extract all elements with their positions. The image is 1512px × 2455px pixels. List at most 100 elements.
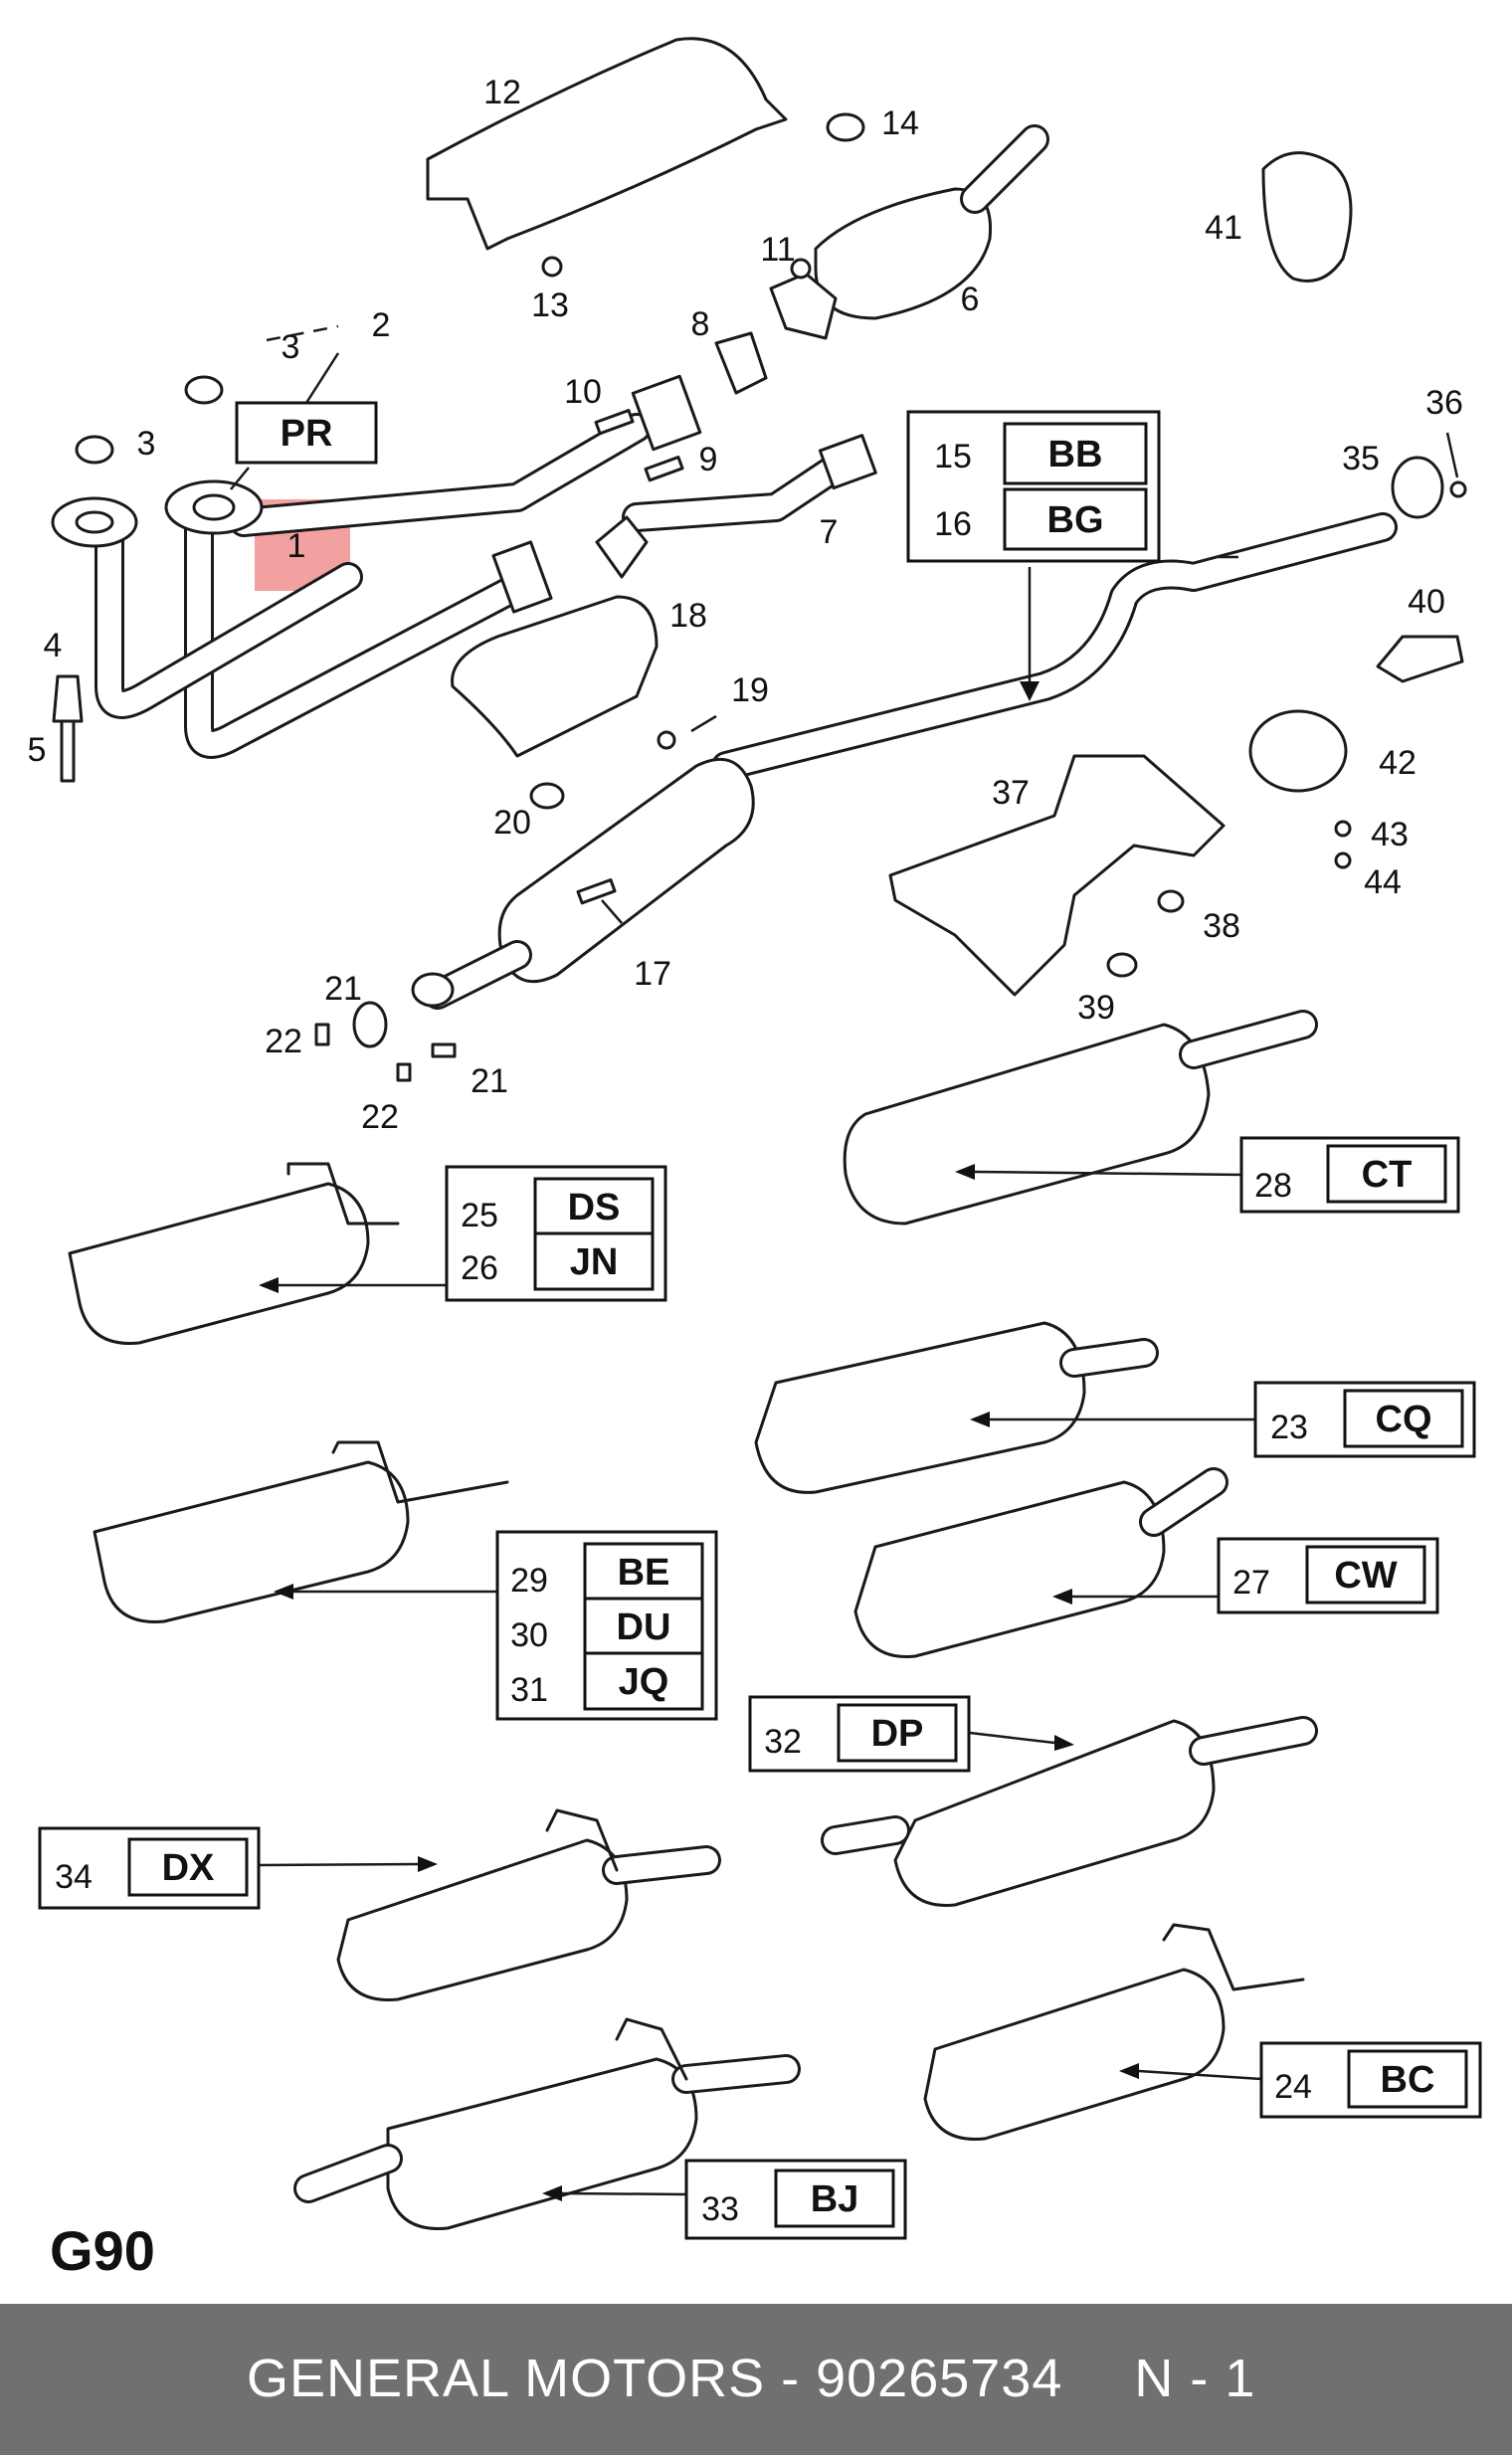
callout-39: 39 xyxy=(1077,989,1115,1027)
callout-9: 9 xyxy=(699,441,718,478)
callout-4: 4 xyxy=(44,627,63,664)
callout-22a: 22 xyxy=(265,1023,302,1060)
callout-1: 1 xyxy=(287,527,306,565)
svg-text:31: 31 xyxy=(510,1671,548,1709)
callout-38: 38 xyxy=(1203,907,1240,945)
svg-text:23: 23 xyxy=(1270,1409,1308,1446)
code-box-24: 24 BC xyxy=(1274,2049,1468,2109)
rubber-hanger-41-drawing xyxy=(1261,151,1353,283)
callout-numbers: 1 2 3 3 4 5 6 7 8 9 10 11 12 13 14 17 18… xyxy=(28,74,1463,1136)
gasket-8-drawing xyxy=(714,331,768,395)
svg-text:15: 15 xyxy=(934,438,972,475)
svg-text:DS: DS xyxy=(568,1187,621,1228)
footer-page: N - 1 xyxy=(1134,2349,1256,2408)
hanger-40-drawing xyxy=(1376,635,1464,683)
callout-13: 13 xyxy=(531,286,569,324)
callout-3b: 3 xyxy=(137,425,156,463)
code-box-30: 30 DU xyxy=(510,1597,704,1656)
callout-5: 5 xyxy=(28,731,47,769)
callout-12: 12 xyxy=(483,74,521,111)
code-box-pr: PR xyxy=(235,401,378,465)
code-box-33: 33 BJ xyxy=(701,2169,895,2228)
svg-text:28: 28 xyxy=(1254,1167,1292,1205)
callout-43: 43 xyxy=(1371,816,1409,853)
heat-shield-12-drawing xyxy=(426,37,788,251)
callout-6: 6 xyxy=(961,281,980,318)
leader-lines xyxy=(230,324,1459,2201)
svg-text:DU: DU xyxy=(617,1606,671,1648)
svg-text:24: 24 xyxy=(1274,2068,1312,2106)
code-box-23: 23 CQ xyxy=(1270,1389,1464,1448)
callout-10: 10 xyxy=(564,373,602,411)
callout-21b: 21 xyxy=(471,1062,508,1100)
callout-41: 41 xyxy=(1205,209,1242,247)
callout-37: 37 xyxy=(992,774,1030,812)
code-box-29: 29 BE xyxy=(510,1542,704,1602)
callout-18: 18 xyxy=(669,597,707,635)
svg-text:DX: DX xyxy=(162,1847,215,1889)
code-box-32: 32 DP xyxy=(764,1703,958,1763)
center-pipe-drawing xyxy=(411,512,1398,1010)
svg-text:33: 33 xyxy=(701,2190,739,2228)
svg-text:JQ: JQ xyxy=(619,1661,669,1703)
svg-text:34: 34 xyxy=(55,1858,93,1896)
callout-22b: 22 xyxy=(361,1098,399,1136)
front-pipe-drawing xyxy=(51,374,877,759)
clamp-35-drawing xyxy=(1391,456,1444,519)
code-box-25: 25 DS xyxy=(461,1177,655,1236)
footer-text: GENERAL MOTORS - 90265734 N - 1 xyxy=(247,2348,1255,2409)
svg-text:DP: DP xyxy=(871,1713,924,1755)
code-box-31: 31 JQ xyxy=(510,1651,704,1711)
callout-21a: 21 xyxy=(324,970,362,1008)
footer-brand: GENERAL MOTORS xyxy=(247,2349,766,2408)
code-box-15: 15 BB xyxy=(934,422,1148,485)
heat-shield-18-drawing xyxy=(451,595,659,758)
callout-36: 36 xyxy=(1425,384,1463,422)
svg-text:CW: CW xyxy=(1334,1555,1397,1597)
clamp-42-drawing xyxy=(1248,709,1348,793)
code-box-27: 27 CW xyxy=(1232,1545,1426,1605)
callout-14: 14 xyxy=(881,104,919,142)
catalytic-converter-drawing xyxy=(769,124,1049,340)
callout-44: 44 xyxy=(1364,863,1402,901)
callout-3a: 3 xyxy=(282,328,300,366)
heat-shield-37-drawing xyxy=(888,754,1226,997)
footer-bar: GENERAL MOTORS - 90265734 N - 1 xyxy=(0,2304,1512,2455)
code-box-16: 16 BG xyxy=(934,487,1148,551)
muffler-drawings xyxy=(68,1010,1318,2230)
svg-text:BJ: BJ xyxy=(811,2178,859,2220)
footer-separator: - xyxy=(765,2349,817,2408)
svg-text:BC: BC xyxy=(1381,2059,1435,2101)
svg-text:16: 16 xyxy=(934,505,972,543)
svg-text:JN: JN xyxy=(570,1241,619,1283)
page-code: G90 xyxy=(50,2219,155,2282)
callout-17: 17 xyxy=(634,955,671,993)
svg-text:CQ: CQ xyxy=(1376,1399,1432,1440)
svg-text:CT: CT xyxy=(1362,1154,1413,1196)
small-parts-drawing xyxy=(52,112,1467,1082)
svg-text:25: 25 xyxy=(461,1197,498,1234)
callout-35: 35 xyxy=(1342,440,1380,477)
callout-2: 2 xyxy=(372,306,391,344)
callout-42: 42 xyxy=(1379,744,1417,782)
callout-8: 8 xyxy=(691,305,710,343)
callout-11: 11 xyxy=(760,231,795,269)
code-box-34: 34 DX xyxy=(55,1837,249,1897)
callout-19: 19 xyxy=(731,671,769,709)
svg-text:29: 29 xyxy=(510,1562,548,1600)
svg-text:32: 32 xyxy=(764,1723,802,1761)
exhaust-system-diagram: PR 15 BB 16 BG 28 CT 25 DS 26 JN 23 CQ 2… xyxy=(28,37,1482,2282)
svg-text:BE: BE xyxy=(618,1552,670,1594)
svg-text:PR: PR xyxy=(281,413,333,455)
svg-text:26: 26 xyxy=(461,1249,498,1287)
svg-text:27: 27 xyxy=(1232,1564,1270,1602)
svg-text:BG: BG xyxy=(1047,499,1104,541)
svg-text:30: 30 xyxy=(510,1616,548,1654)
code-box-28: 28 CT xyxy=(1254,1144,1447,1205)
footer-part-number: 90265734 xyxy=(816,2349,1063,2408)
callout-20: 20 xyxy=(493,804,531,842)
callout-40: 40 xyxy=(1408,583,1445,621)
code-box-26: 26 JN xyxy=(461,1231,655,1291)
callout-7: 7 xyxy=(820,513,839,551)
svg-text:BB: BB xyxy=(1048,434,1103,475)
